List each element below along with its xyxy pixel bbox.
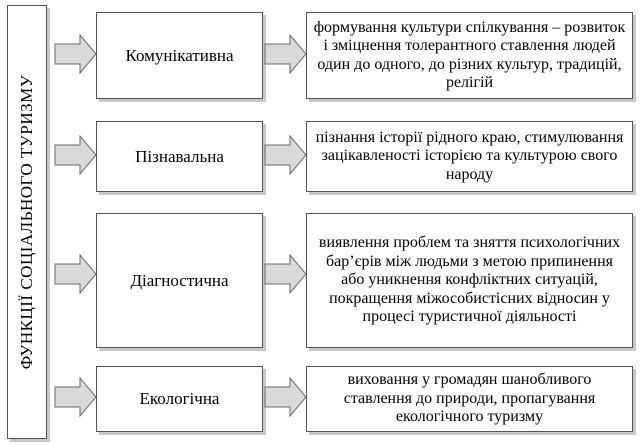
function-box-diagnostic: Діагностична	[96, 213, 263, 348]
arrow-right-4	[264, 376, 307, 418]
arrow-right-1	[264, 33, 307, 75]
description-box-ecological: виховання у громадян шанобливого ставлен…	[306, 366, 633, 432]
arrow-right-2	[264, 134, 307, 176]
arrow-right-3	[264, 253, 307, 295]
description-diagnostic: виявлення проблем та зняття психологічни…	[318, 234, 621, 326]
function-box-cognitive: Пізнавальна	[96, 121, 263, 192]
arrow-left-3	[54, 253, 97, 295]
description-communicative: формування культури спілкування – розвит…	[313, 18, 626, 92]
function-label-ecological: Екологічна	[139, 389, 220, 408]
description-box-cognitive: пізнання історії рідного краю, стимулюва…	[306, 121, 633, 192]
description-box-diagnostic: виявлення проблем та зняття психологічни…	[306, 213, 633, 348]
vertical-title-box: ФУНКЦІЇ СОЦІАЛЬНОГО ТУРИЗМУ	[7, 5, 47, 439]
description-ecological: виховання у громадян шанобливого ставлен…	[343, 371, 596, 426]
description-cognitive: пізнання історії рідного краю, стимулюва…	[315, 128, 624, 183]
arrow-left-4	[54, 376, 97, 418]
arrow-left-1	[54, 33, 97, 75]
arrow-left-2	[54, 134, 97, 176]
function-box-ecological: Екологічна	[96, 366, 263, 432]
function-label-diagnostic: Діагностична	[130, 270, 229, 290]
function-label-communicative: Комунікативна	[125, 45, 234, 65]
vertical-title: ФУНКЦІЇ СОЦІАЛЬНОГО ТУРИЗМУ	[17, 74, 36, 370]
function-box-communicative: Комунікативна	[96, 12, 263, 99]
description-box-communicative: формування культури спілкування – розвит…	[306, 12, 633, 99]
function-label-cognitive: Пізнавальна	[135, 146, 224, 166]
